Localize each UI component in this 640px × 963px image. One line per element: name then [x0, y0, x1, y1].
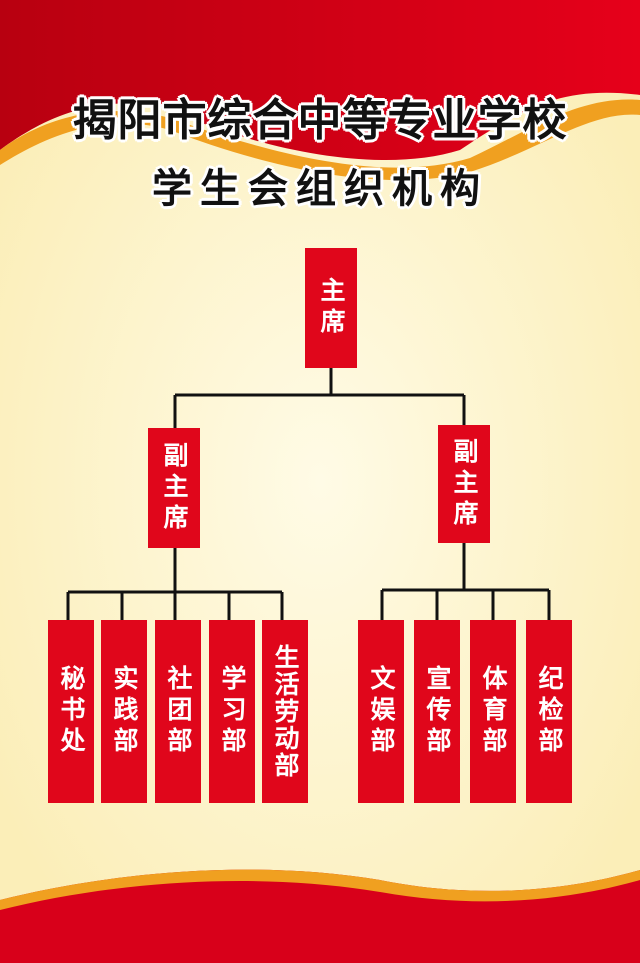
vice-chairman-left-box: 副主席 — [148, 428, 200, 548]
department-box: 秘书处 — [48, 620, 94, 803]
connector-lines — [66, 368, 551, 620]
vice-chairman-right-box: 副主席 — [438, 425, 490, 543]
department-box: 宣传部 — [414, 620, 460, 803]
department-box: 纪检部 — [526, 620, 572, 803]
department-box: 学习部 — [209, 620, 255, 803]
school-title: 揭阳市综合中等专业学校 — [72, 95, 568, 146]
chart-title: 学生会组织机构 — [152, 166, 488, 212]
department-box: 社团部 — [155, 620, 201, 803]
top-red-swoosh — [0, 0, 640, 161]
department-box: 体育部 — [470, 620, 516, 803]
department-box: 文娱部 — [358, 620, 404, 803]
gold-ribbon — [0, 99, 640, 181]
department-box: 生活劳动部 — [262, 620, 308, 803]
department-box: 实践部 — [101, 620, 147, 803]
chairman-box: 主席 — [305, 248, 357, 368]
